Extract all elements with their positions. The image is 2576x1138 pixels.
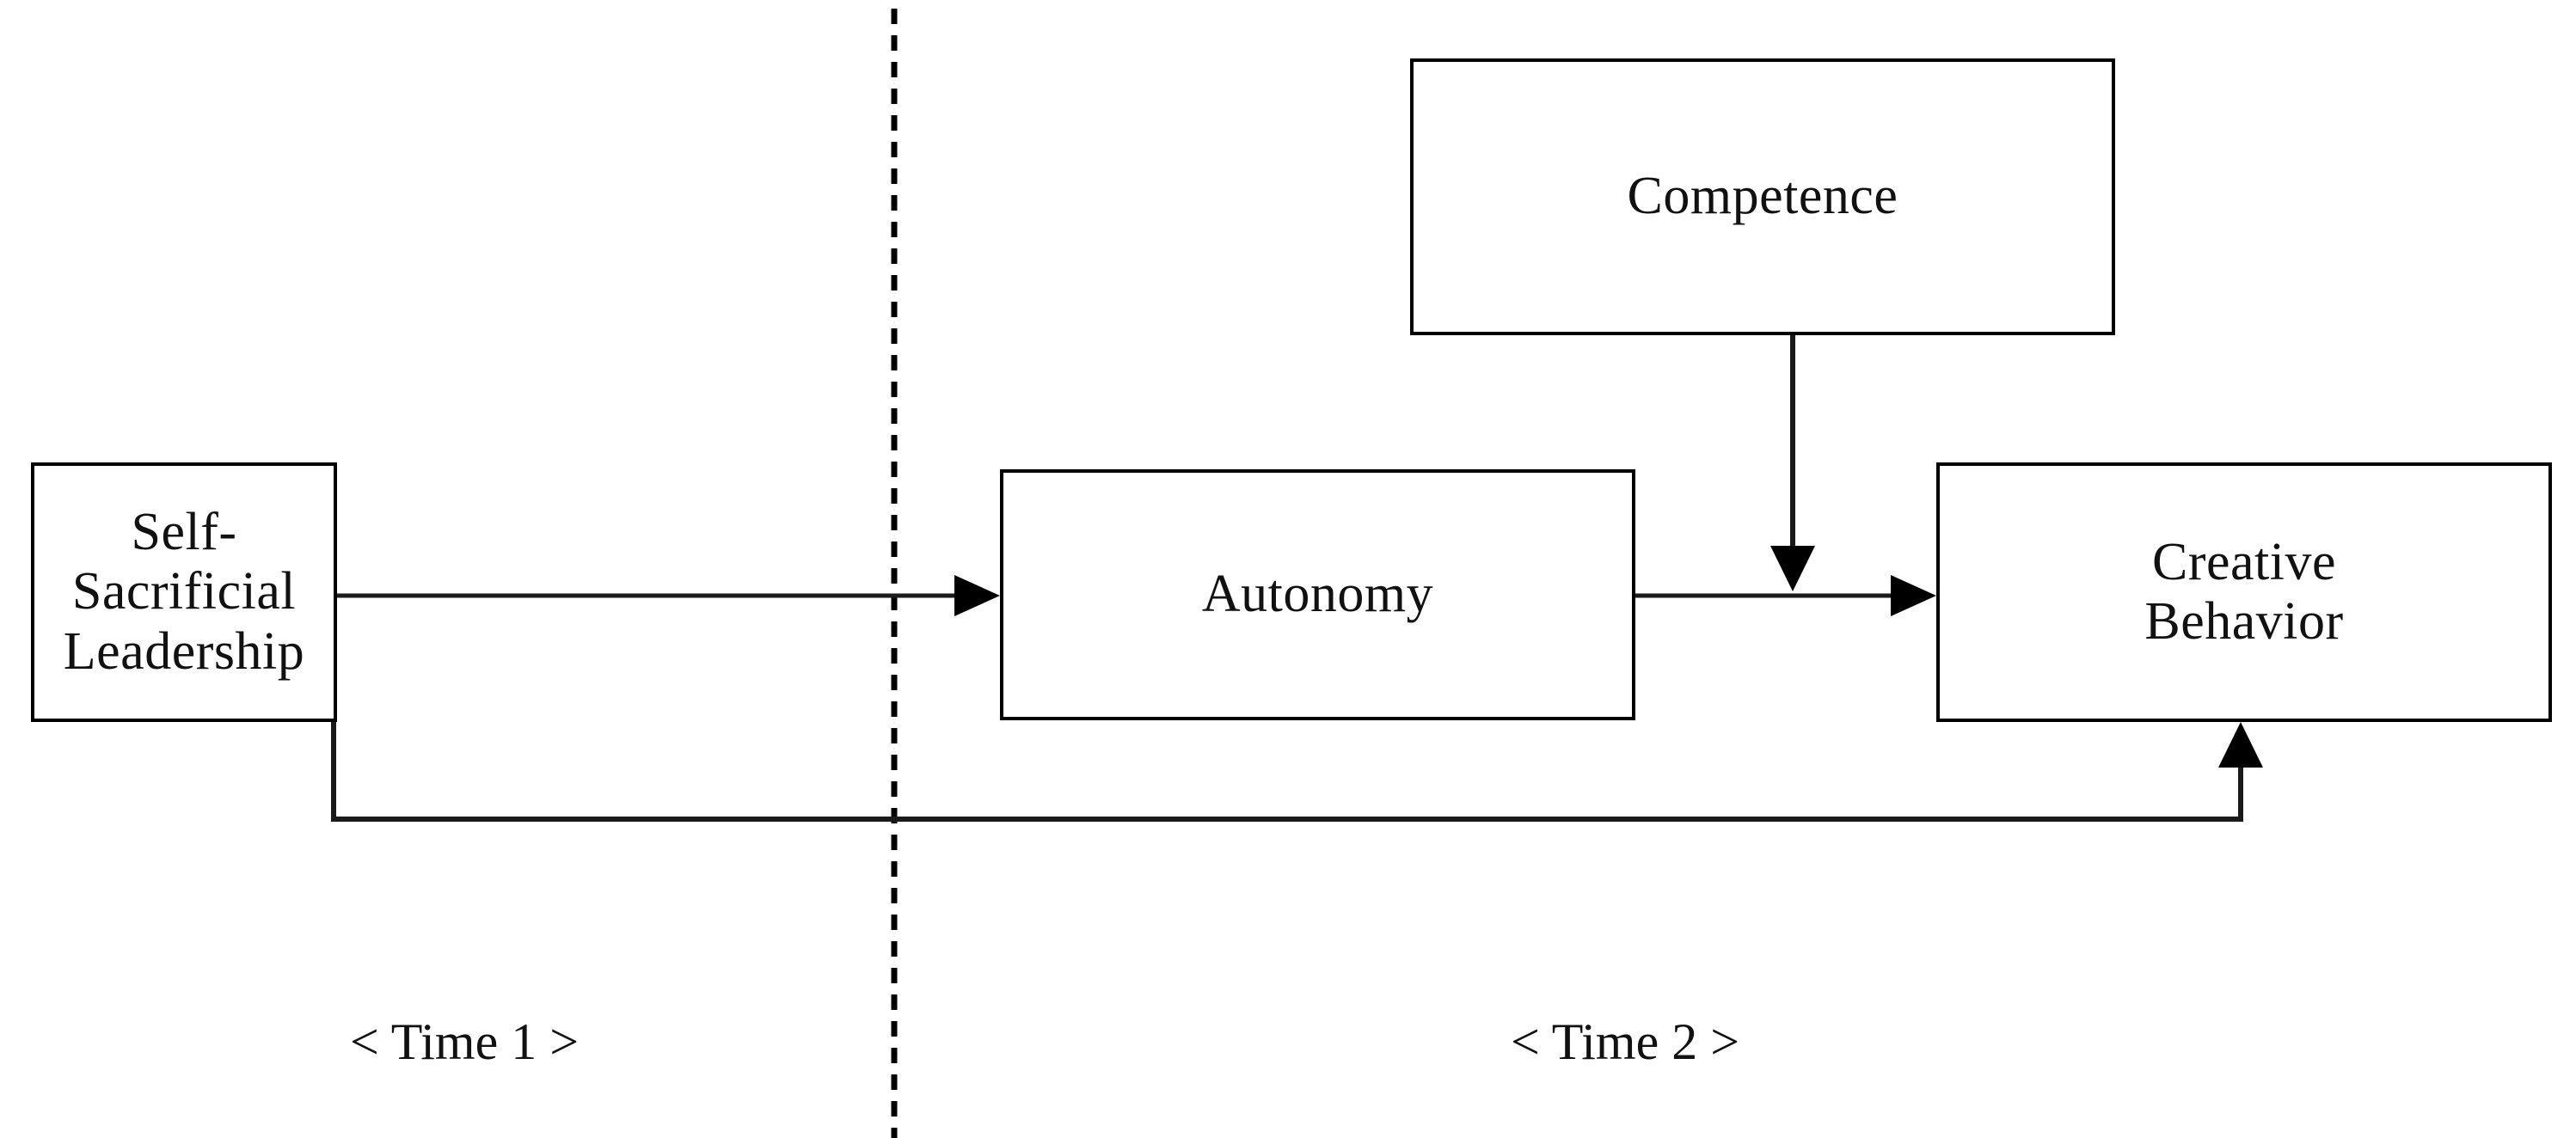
node-label-self-sacrificial-leadership: Self-Sacrificial Leadership: [63, 502, 305, 681]
node-label-autonomy: Autonomy: [1201, 565, 1434, 624]
time-phase-label-2: < Time 2 >: [1510, 1013, 1740, 1070]
edge-ssl-to-creative-behavior: [331, 722, 2263, 822]
node-competence[interactable]: Competence: [1410, 58, 2115, 335]
arrowhead-right-creative-behavior: [1891, 575, 1936, 616]
node-autonomy[interactable]: Autonomy: [1000, 469, 1635, 720]
arrowhead-up-creative-behavior: [2218, 722, 2263, 768]
edge-ssl-to-autonomy: [337, 575, 1000, 616]
node-creative-behavior[interactable]: Creative Behavior: [1936, 462, 2552, 722]
edge-autonomy-to-creative-behavior: [1635, 575, 1936, 616]
time-phase-label-1: < Time 1 >: [349, 1013, 580, 1070]
node-self-sacrificial-leadership[interactable]: Self-Sacrificial Leadership: [31, 462, 337, 722]
arrowhead-down-creative-behavior: [1770, 546, 1815, 591]
node-label-creative-behavior: Creative Behavior: [2144, 532, 2344, 651]
arrowhead-right-autonomy: [954, 575, 1000, 616]
edge-competence-to-creative-behavior: [1770, 335, 1815, 591]
node-label-competence: Competence: [1627, 167, 1898, 226]
